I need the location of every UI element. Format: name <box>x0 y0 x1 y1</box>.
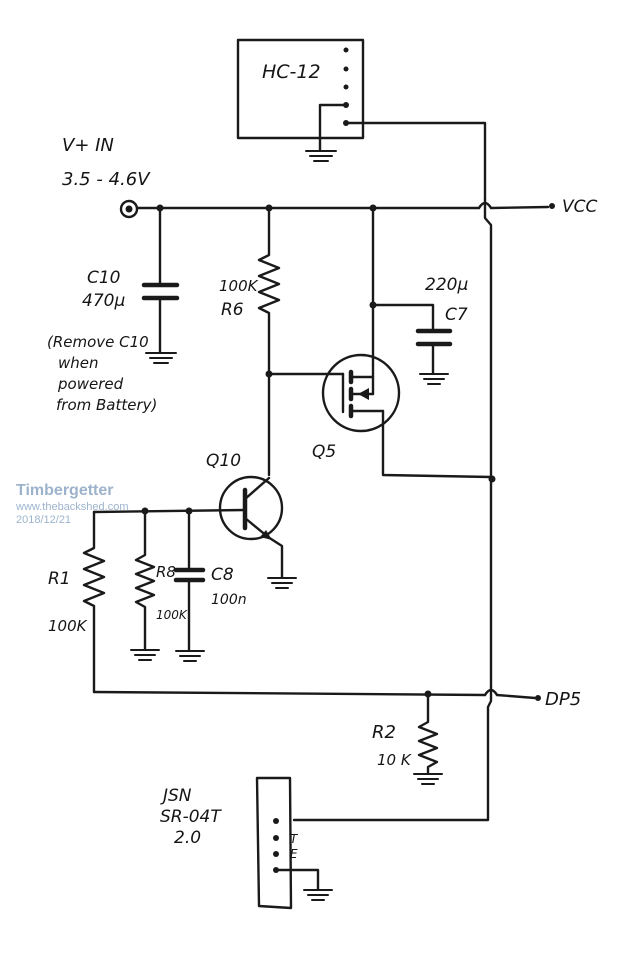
r8-name: R8 <box>156 563 176 581</box>
c10-note-line2: when <box>58 354 99 372</box>
dp5-label: DP5 <box>545 689 581 710</box>
c10-name: C10 <box>87 268 121 288</box>
c8-value: 100n <box>211 592 247 608</box>
r6-value: 100K <box>219 277 259 295</box>
hc12-pin-3 <box>343 84 349 90</box>
dp5-line <box>92 690 487 697</box>
c10-value: 470µ <box>82 291 125 311</box>
hc12-pin-2 <box>343 66 349 72</box>
r8-ground-symbol <box>130 649 160 661</box>
q5-drain-wire <box>381 409 493 479</box>
jsn-label-line3: 2.0 <box>174 828 201 848</box>
vin-range: 3.5 - 4.6V <box>62 169 151 190</box>
r2-value: 10 K <box>377 751 412 769</box>
jsn-pin-2 <box>273 835 279 841</box>
q10-ground-symbol <box>267 577 297 589</box>
q10-name: Q10 <box>206 451 241 471</box>
q10-base-wire <box>92 508 247 514</box>
jsn-gnd-wire <box>274 868 320 891</box>
r2-name: R2 <box>372 722 396 743</box>
jsn-pin-3 <box>273 851 279 857</box>
q10-emitter-wire <box>266 535 284 579</box>
jsn-label-line2: SR-04T <box>160 807 222 827</box>
jsn-pin-e-label: E <box>290 847 298 861</box>
vin-label: V+ IN <box>62 135 114 156</box>
watermark-date: 2018/12/21 <box>16 514 71 526</box>
dp5-line-out <box>495 693 537 700</box>
vin-terminal <box>119 199 139 219</box>
r2-ground-symbol <box>413 773 443 785</box>
watermark: Timbergetter www.thebackshed.com 2018/12… <box>15 482 129 526</box>
hc12-ground-symbol <box>305 150 337 162</box>
vcc-rail-out <box>489 205 550 210</box>
jsn-trig-wire <box>292 686 493 822</box>
r8-resistor <box>134 509 156 651</box>
q5-name: Q5 <box>312 442 336 462</box>
r8-value: 100K <box>156 608 188 622</box>
c8-ground-symbol <box>175 650 205 662</box>
q5-mosfet <box>321 353 401 433</box>
jsn-module: T E <box>255 776 299 910</box>
r6-name: R6 <box>221 300 244 320</box>
r2-resistor <box>417 692 439 775</box>
hc12-pin-1 <box>343 47 349 53</box>
q10-transistor <box>218 475 284 541</box>
r6-resistor <box>257 206 281 376</box>
r1-resistor <box>82 510 106 694</box>
c7-top-lead <box>371 303 435 332</box>
hc12-module: HC-12 <box>236 38 365 140</box>
dp5-terminal <box>535 695 541 701</box>
hc12-vcc-wire <box>344 121 487 202</box>
c7-ground-symbol <box>419 373 449 385</box>
watermark-site: www.thebackshed.com <box>15 501 129 513</box>
watermark-name: Timbergetter <box>16 482 114 499</box>
c10-note-line1: (Remove C10 <box>47 333 149 351</box>
c10-note-line4: from Battery) <box>56 396 157 414</box>
vcc-terminal <box>549 203 555 209</box>
c10-ground-symbol <box>145 352 177 364</box>
c7-name: C7 <box>445 305 468 325</box>
hc12-gnd-wire <box>318 103 348 152</box>
jsn-pin-1 <box>273 818 279 824</box>
vcc-label: VCC <box>562 197 597 217</box>
c8-name: C8 <box>211 565 234 585</box>
right-rail <box>483 198 493 690</box>
c7-value: 220µ <box>425 275 468 295</box>
jsn-pin-t-label: T <box>290 832 299 846</box>
hc12-label: HC-12 <box>262 61 321 83</box>
r1-value: 100K <box>48 617 88 635</box>
jsn-ground-symbol <box>303 889 333 901</box>
r1-name: R1 <box>48 569 71 589</box>
node-q5-drain <box>488 475 496 483</box>
jsn-label-line1: JSN <box>160 786 192 806</box>
c10-note-line3: powered <box>57 375 124 393</box>
